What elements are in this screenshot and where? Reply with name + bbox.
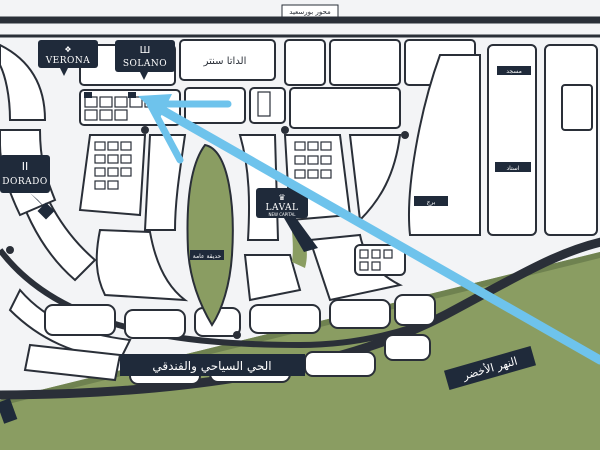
stadium-tag-box <box>495 162 531 172</box>
tourist-district-label: الحي السياحي والفندقي <box>152 359 271 374</box>
mosque-tag: مسجد <box>506 68 522 75</box>
data-center-label: الداتا سنتر <box>203 56 247 67</box>
tourist-district-box <box>120 354 305 376</box>
top-road-label-box <box>281 4 339 18</box>
pin-laval-sub: NEW CAPITAL <box>269 212 297 217</box>
pin-dorado[interactable]: II DORADO <box>0 155 55 220</box>
tower-tag: برج <box>427 199 436 206</box>
verona-marker <box>84 92 92 98</box>
top-road-label: ﻣﺤﻮﺭ ﺑﻮﺭﺳﻌﻴﺪ <box>289 8 331 16</box>
verona-emblem-icon: ❖ <box>64 45 71 54</box>
pin-verona-label: VERONA <box>45 56 91 66</box>
mosque-tag-box <box>497 66 531 75</box>
direction-arrow-icon <box>138 94 600 365</box>
pin-verona[interactable]: VERONA ❖ <box>38 40 98 76</box>
pin-laval[interactable]: ♛ LAVAL NEW CAPITAL <box>256 188 318 252</box>
green-river-band <box>0 252 600 450</box>
dorado-emblem-icon: II <box>22 160 29 173</box>
park-tag: حديقة عامة <box>193 253 222 260</box>
solano-emblem-icon: Ш <box>140 45 151 56</box>
solano-marker <box>128 92 136 98</box>
central-park <box>186 143 234 327</box>
pin-dorado-label: DORADO <box>2 177 47 187</box>
stadium-tag: استاد <box>506 165 519 172</box>
bottom-left-tag <box>0 398 18 424</box>
pin-laval-label: LAVAL <box>266 203 299 213</box>
building-grid <box>84 91 393 271</box>
inner-ring-road <box>0 248 447 349</box>
tower-tag-box <box>414 196 448 206</box>
laval-emblem-icon: ♛ <box>278 193 285 202</box>
right-blocks <box>408 44 598 236</box>
pin-solano-label: SOLANO <box>123 59 167 69</box>
intersections <box>6 126 409 339</box>
pin-solano[interactable]: Ш SOLANO <box>115 40 175 80</box>
park-tag-box <box>190 250 224 260</box>
